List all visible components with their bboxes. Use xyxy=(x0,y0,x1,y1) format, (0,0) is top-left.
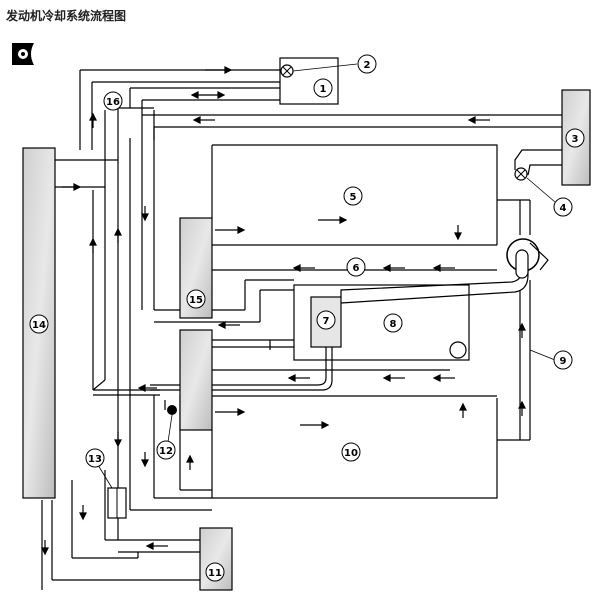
svg-text:3: 3 xyxy=(572,134,579,145)
svg-text:16: 16 xyxy=(106,97,120,108)
flow-arrows xyxy=(41,66,526,556)
callout-4: 4 xyxy=(553,197,573,217)
callout-15: 15 xyxy=(186,289,206,309)
svg-text:14: 14 xyxy=(32,320,46,331)
callout-6: 6 xyxy=(346,257,366,277)
callouts: 1 2 3 4 5 6 7 8 9 10 11 12 13 14 15 16 xyxy=(29,54,585,582)
callout-3: 3 xyxy=(565,128,585,148)
callout-12: 12 xyxy=(156,440,176,460)
svg-text:4: 4 xyxy=(560,203,567,214)
callout-8: 8 xyxy=(383,313,403,333)
thermo-switch xyxy=(514,167,528,181)
callout-9: 9 xyxy=(553,350,573,370)
svg-text:8: 8 xyxy=(390,319,397,330)
heat-exchanger-lower xyxy=(179,329,213,431)
callout-10: 10 xyxy=(341,442,361,462)
callout-16: 16 xyxy=(103,91,123,111)
svg-text:12: 12 xyxy=(159,446,173,457)
svg-text:5: 5 xyxy=(350,192,357,203)
callout-7: 7 xyxy=(316,310,336,330)
svg-text:9: 9 xyxy=(560,356,567,367)
callout-13: 13 xyxy=(85,448,105,468)
drain-plug xyxy=(449,341,467,359)
water-pump xyxy=(506,238,549,279)
camera-icon[interactable] xyxy=(12,43,34,65)
sensor-valve xyxy=(280,64,294,78)
diagram-title: 发动机冷却系统流程图 xyxy=(6,9,127,23)
svg-text:6: 6 xyxy=(353,263,360,274)
svg-text:13: 13 xyxy=(88,454,102,465)
heat-exchanger-upper xyxy=(179,217,213,319)
callout-2: 2 xyxy=(357,54,377,74)
svg-text:10: 10 xyxy=(344,448,358,459)
leader-lines xyxy=(97,63,556,489)
svg-text:15: 15 xyxy=(189,295,203,306)
svg-text:7: 7 xyxy=(323,316,330,327)
callout-5: 5 xyxy=(343,186,363,206)
svg-text:1: 1 xyxy=(320,84,327,95)
svg-text:2: 2 xyxy=(364,60,371,71)
svg-text:11: 11 xyxy=(208,568,222,579)
callout-1: 1 xyxy=(313,78,333,98)
control-valve xyxy=(167,405,177,415)
callout-11: 11 xyxy=(205,562,225,582)
callout-14: 14 xyxy=(29,314,49,334)
head-block xyxy=(293,284,470,361)
engine-block xyxy=(211,144,498,499)
